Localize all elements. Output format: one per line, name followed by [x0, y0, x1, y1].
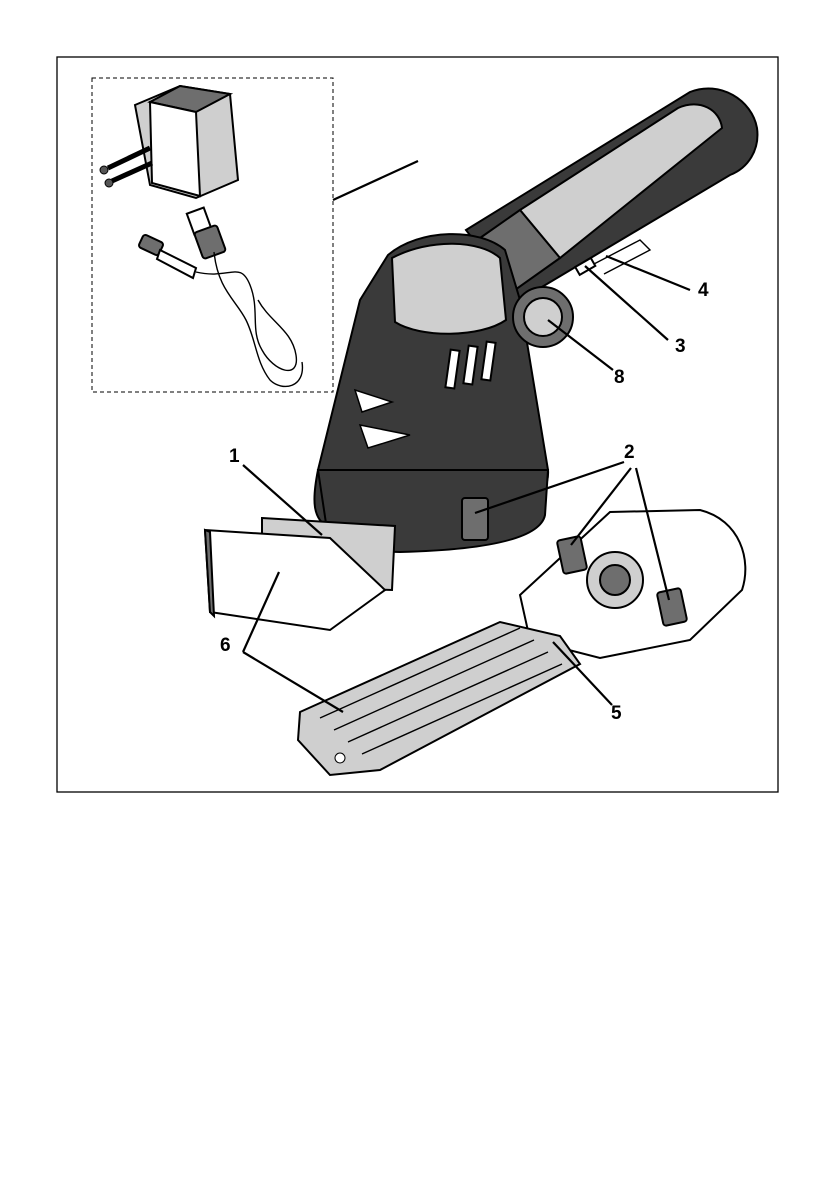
callout-3: 3 [675, 336, 686, 357]
shrub-shear-body [314, 88, 757, 552]
callout-2: 2 [624, 442, 635, 463]
accessory-leader [333, 161, 418, 200]
grass-blade-assembly [205, 518, 395, 630]
callout-8: 8 [614, 367, 625, 388]
leader-8 [548, 320, 613, 370]
usb-cable [138, 208, 302, 387]
callout-6: 6 [220, 635, 231, 656]
leader-6b [243, 652, 343, 712]
callout-5: 5 [611, 703, 622, 724]
callout-1: 1 [229, 446, 240, 467]
leader-4 [606, 256, 690, 290]
charger-adapter [100, 86, 238, 198]
callout-4: 4 [698, 280, 709, 301]
